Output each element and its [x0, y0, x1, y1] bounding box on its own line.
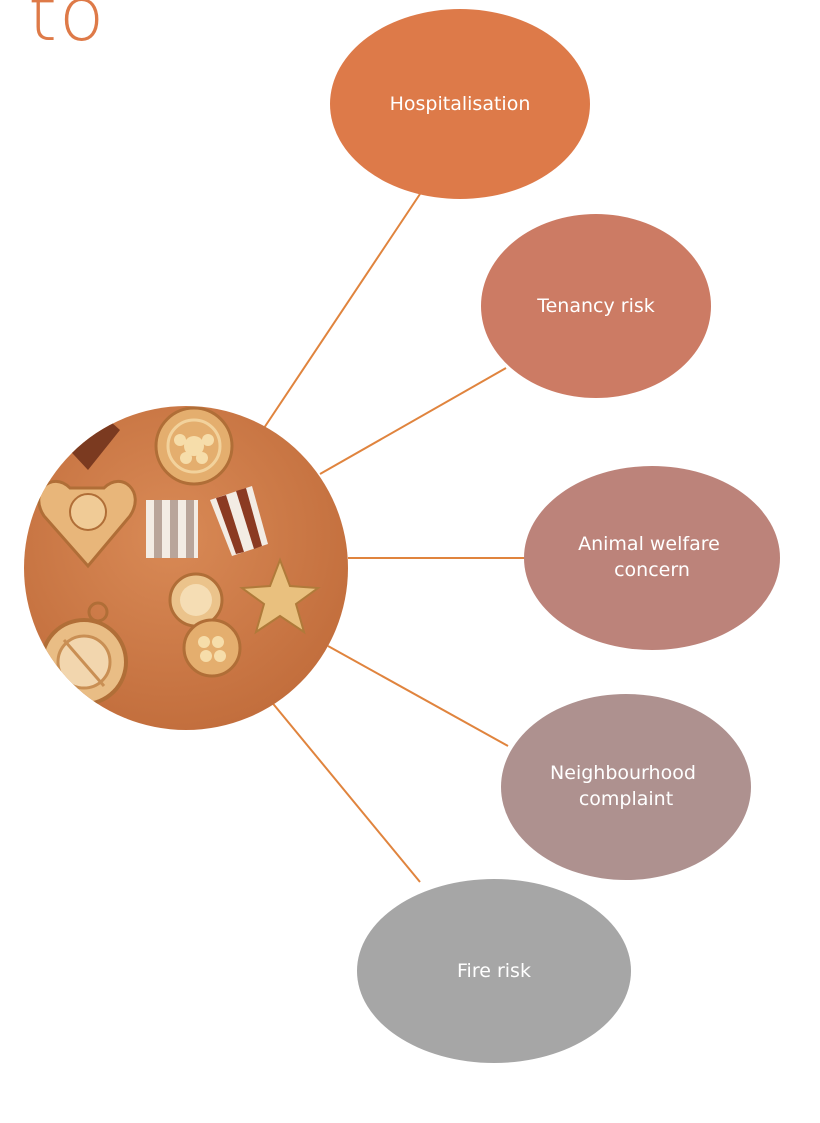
connector-tenancy-risk	[319, 367, 507, 475]
node-animal-welfare-concern: Animal welfare concern	[524, 466, 780, 650]
node-label: Animal welfare concern	[578, 533, 726, 581]
node-label: Hospitalisation	[390, 93, 531, 115]
page-heading: to	[28, 0, 107, 58]
flower-medal-icon	[154, 406, 234, 486]
node-ellipse	[481, 214, 711, 398]
node-fire-risk: Fire risk	[357, 879, 631, 1063]
node-label: Neighbourhood complaint	[550, 762, 702, 810]
coin-medal-icon	[182, 618, 242, 678]
node-hospitalisation: Hospitalisation	[330, 9, 590, 199]
node-tenancy-risk: Tenancy risk	[481, 214, 711, 398]
node-ellipse	[357, 879, 631, 1063]
node-neighbourhood-complaint: Neighbourhood complaint	[501, 694, 751, 880]
node-ellipse	[501, 694, 751, 880]
node-label: Fire risk	[457, 960, 531, 982]
connector-lines	[263, 193, 525, 883]
heart-medal-icon	[37, 480, 137, 569]
node-label: Tenancy risk	[536, 295, 655, 317]
cameo-medal-icon	[168, 572, 224, 628]
star-medal-icon	[210, 486, 321, 635]
connector-fire-risk	[269, 699, 421, 883]
hub-image	[24, 406, 348, 730]
node-ellipse	[330, 9, 590, 199]
connector-neighbourhood	[327, 645, 509, 747]
striped-ribbon-icon	[146, 500, 198, 558]
connector-hospitalisation	[263, 193, 421, 429]
node-ellipse	[524, 466, 780, 650]
